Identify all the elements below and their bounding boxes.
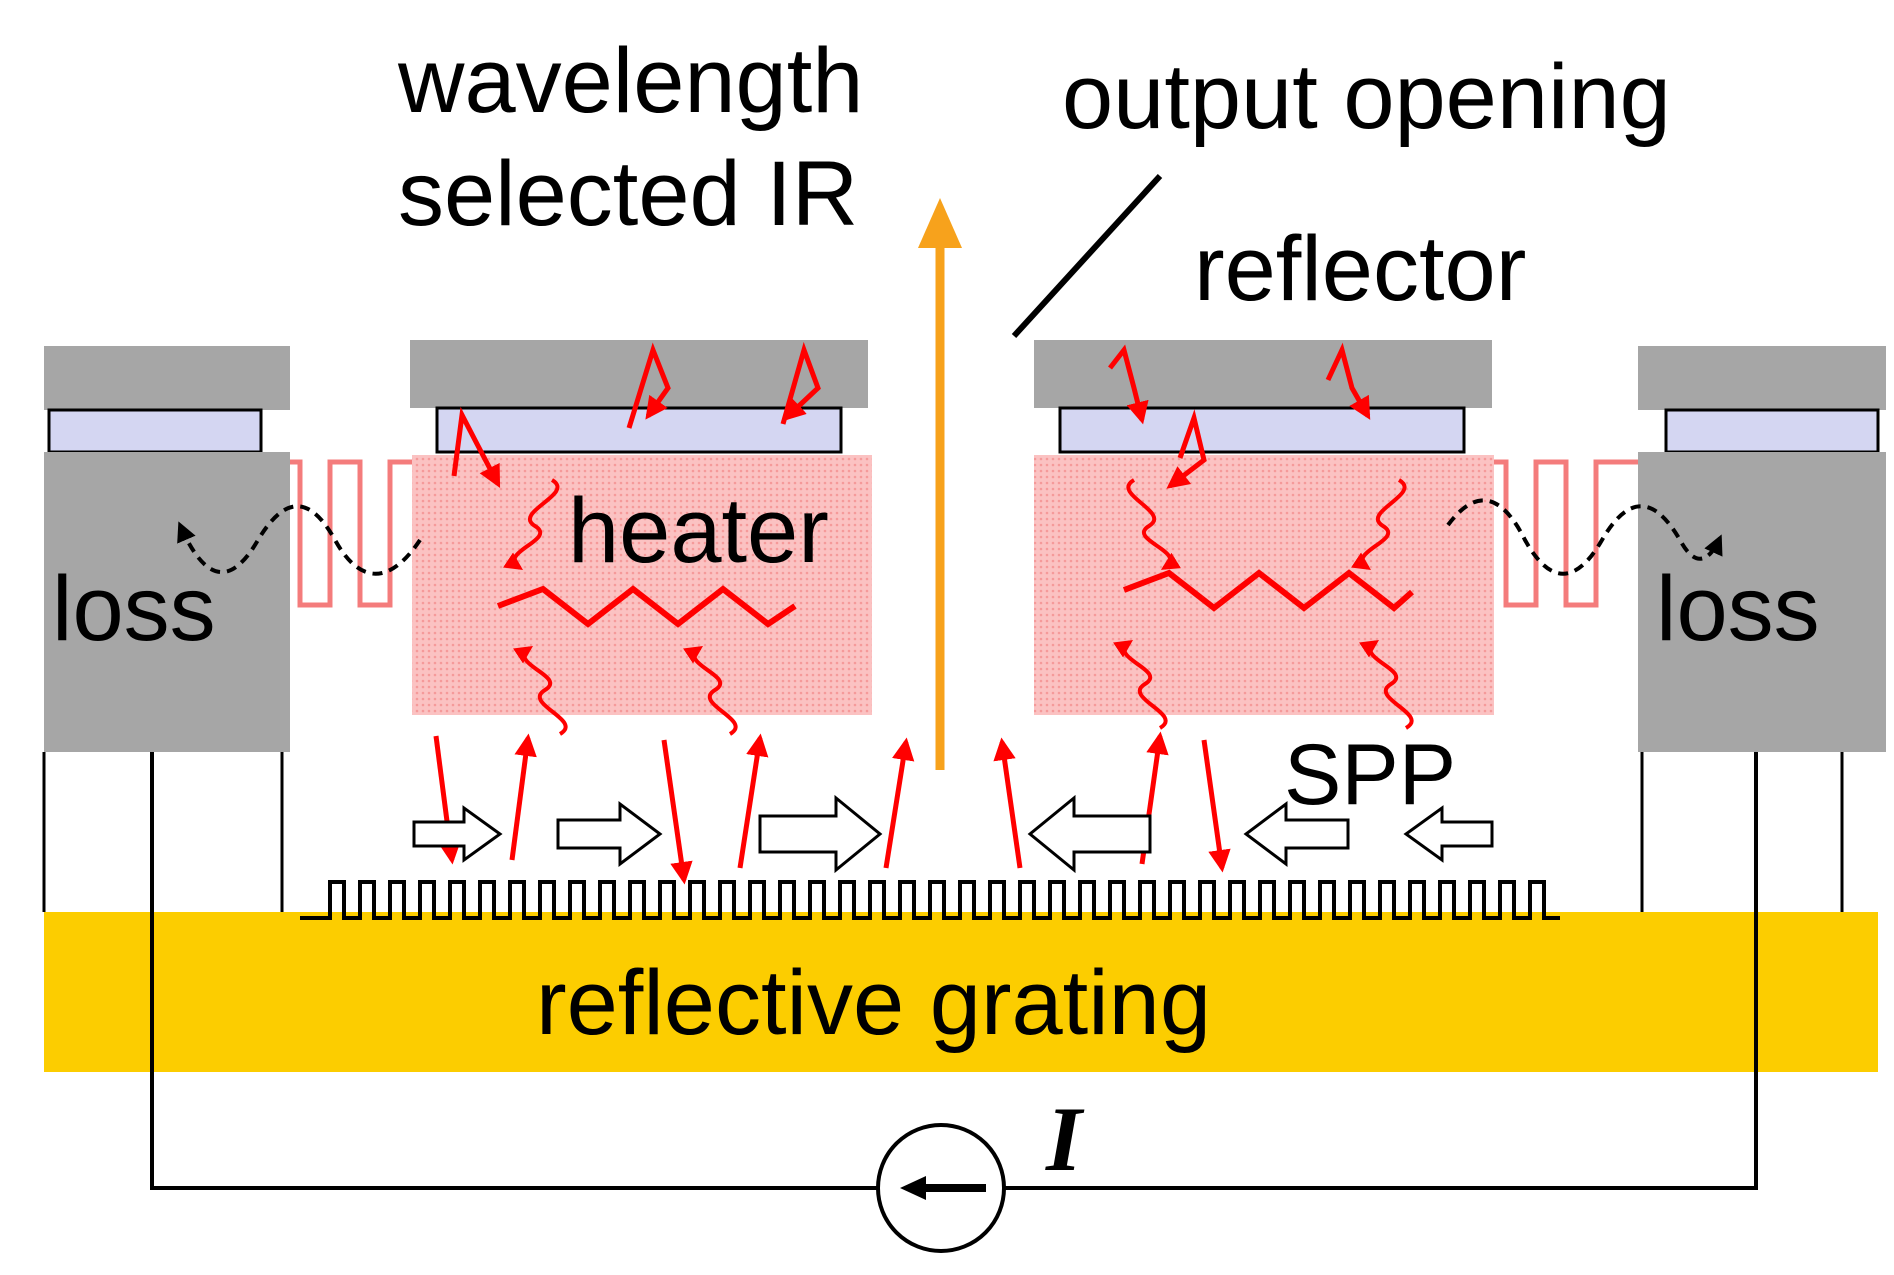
label-wavelength-line1: wavelength xyxy=(397,30,863,132)
label-current: I xyxy=(1045,1088,1085,1190)
thermal-squiggles xyxy=(503,478,1414,736)
loss-block-left xyxy=(44,346,290,752)
thermal-link-right xyxy=(1494,459,1638,608)
spp-arrows xyxy=(412,794,1494,874)
up-arrow-icon xyxy=(918,198,962,770)
reflector-block-right xyxy=(1034,340,1492,454)
loss-waves xyxy=(177,498,1723,576)
thermal-link-left xyxy=(290,459,412,608)
label-reflective-grating: reflective grating xyxy=(536,952,1211,1054)
label-loss-right: loss xyxy=(1656,558,1820,660)
circuit-wire xyxy=(150,752,1758,1190)
heater-zigzags xyxy=(496,569,1414,628)
grating-profile xyxy=(300,880,1560,920)
label-loss-left: loss xyxy=(52,558,216,660)
label-output-opening: output opening xyxy=(1062,46,1671,148)
heater-region-right xyxy=(1034,455,1494,715)
label-heater: heater xyxy=(568,480,829,582)
grating-rays xyxy=(433,731,1231,885)
loss-block-right xyxy=(1638,346,1886,752)
label-spp: SPP xyxy=(1284,727,1456,823)
heater-region-left xyxy=(412,455,872,715)
label-wavelength-line2: selected IR xyxy=(398,143,858,245)
current-source-icon xyxy=(876,1123,1006,1253)
label-reflector: reflector xyxy=(1194,218,1526,320)
support-right xyxy=(1640,752,1844,912)
support-left xyxy=(42,752,284,912)
output-opening-pointer xyxy=(1011,173,1163,339)
reflective-grating xyxy=(44,912,1878,1072)
reflection-rays xyxy=(451,341,1371,489)
